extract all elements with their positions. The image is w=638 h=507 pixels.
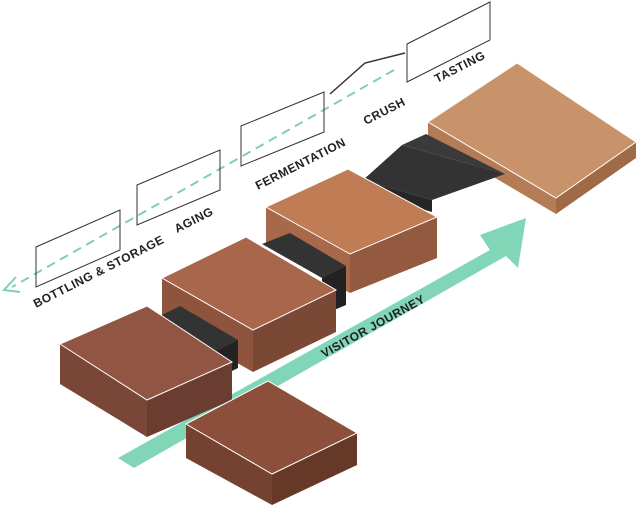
label-crush: CRUSH [361,95,408,128]
crush-indicator-line [329,52,406,95]
label-tasting: TASTING [432,48,488,86]
frame-tasting [406,1,491,83]
frame-aging [136,149,221,226]
box-bottom [184,380,359,505]
frame-fermentation [240,91,325,167]
dashed-flow-arrow [1,69,395,293]
box-bottling-storage [58,305,234,437]
frame-bottling [35,209,121,288]
label-aging: AGING [172,204,216,235]
visitor-journey-arrow [118,218,526,468]
box-tasting [427,62,637,214]
label-bottling-storage: BOTTLING & STORAGE [31,232,166,310]
